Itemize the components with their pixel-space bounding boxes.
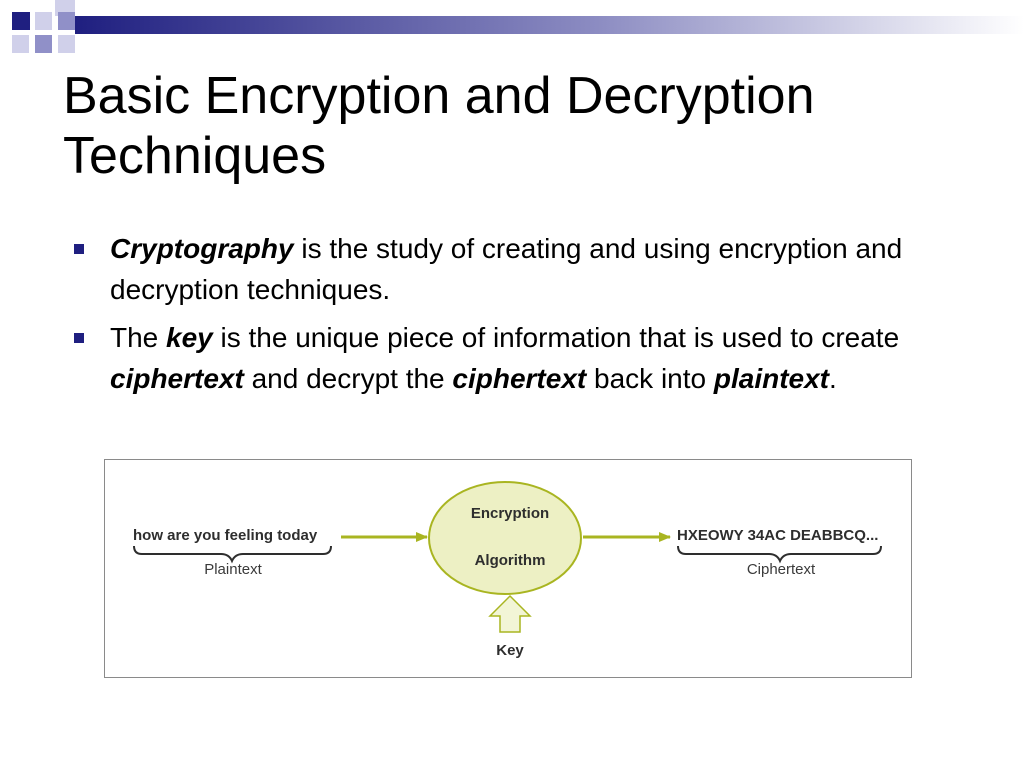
bullet-text: is the study of creating and using encry… (110, 233, 903, 305)
key-arrow-icon (488, 594, 532, 633)
bullet-text: back into (586, 363, 714, 394)
algorithm-label-line-2: Algorithm (475, 552, 546, 569)
bullet-item: Cryptography is the study of creating an… (70, 228, 990, 310)
term-key: key (166, 322, 213, 353)
bullet-text: is the unique piece of information that … (212, 322, 900, 353)
plaintext-sample: how are you feeling today (133, 527, 318, 544)
encryption-diagram-svg: how are you feeling today Plaintext Encr… (133, 481, 882, 659)
header-decoration (12, 0, 1024, 53)
term-plaintext: plaintext (713, 363, 830, 394)
encryption-diagram: how are you feeling today Plaintext Encr… (104, 459, 912, 678)
term-cryptography: Cryptography (110, 233, 294, 264)
bullet-text: The (110, 322, 167, 353)
ciphertext-sample: HXEOWY 34AC DEABBCQ... (677, 527, 878, 544)
term-ciphertext: ciphertext (452, 363, 587, 394)
term-ciphertext: ciphertext (110, 363, 244, 394)
plaintext-label: Plaintext (204, 561, 262, 578)
bullet-text: and decrypt the (243, 363, 453, 394)
ciphertext-brace (677, 545, 882, 564)
bullet-list: Cryptography is the study of creating an… (70, 228, 990, 406)
slide-title-line-2: Techniques (63, 127, 327, 185)
slide-title: Basic Encryption and Decryption Techniqu… (63, 66, 963, 186)
key-label: Key (496, 642, 524, 659)
slide-title-line-1: Basic Encryption and Decryption (63, 67, 815, 125)
plaintext-brace (133, 545, 332, 564)
square-bullet-icon (74, 333, 84, 343)
bullet-text: . (829, 363, 837, 394)
square-bullet-icon (74, 244, 84, 254)
algorithm-label-line-1: Encryption (471, 505, 549, 522)
encryption-algorithm-ellipse (428, 481, 582, 595)
bullet-item: The key is the unique piece of informati… (70, 317, 990, 399)
ciphertext-label: Ciphertext (747, 561, 816, 578)
